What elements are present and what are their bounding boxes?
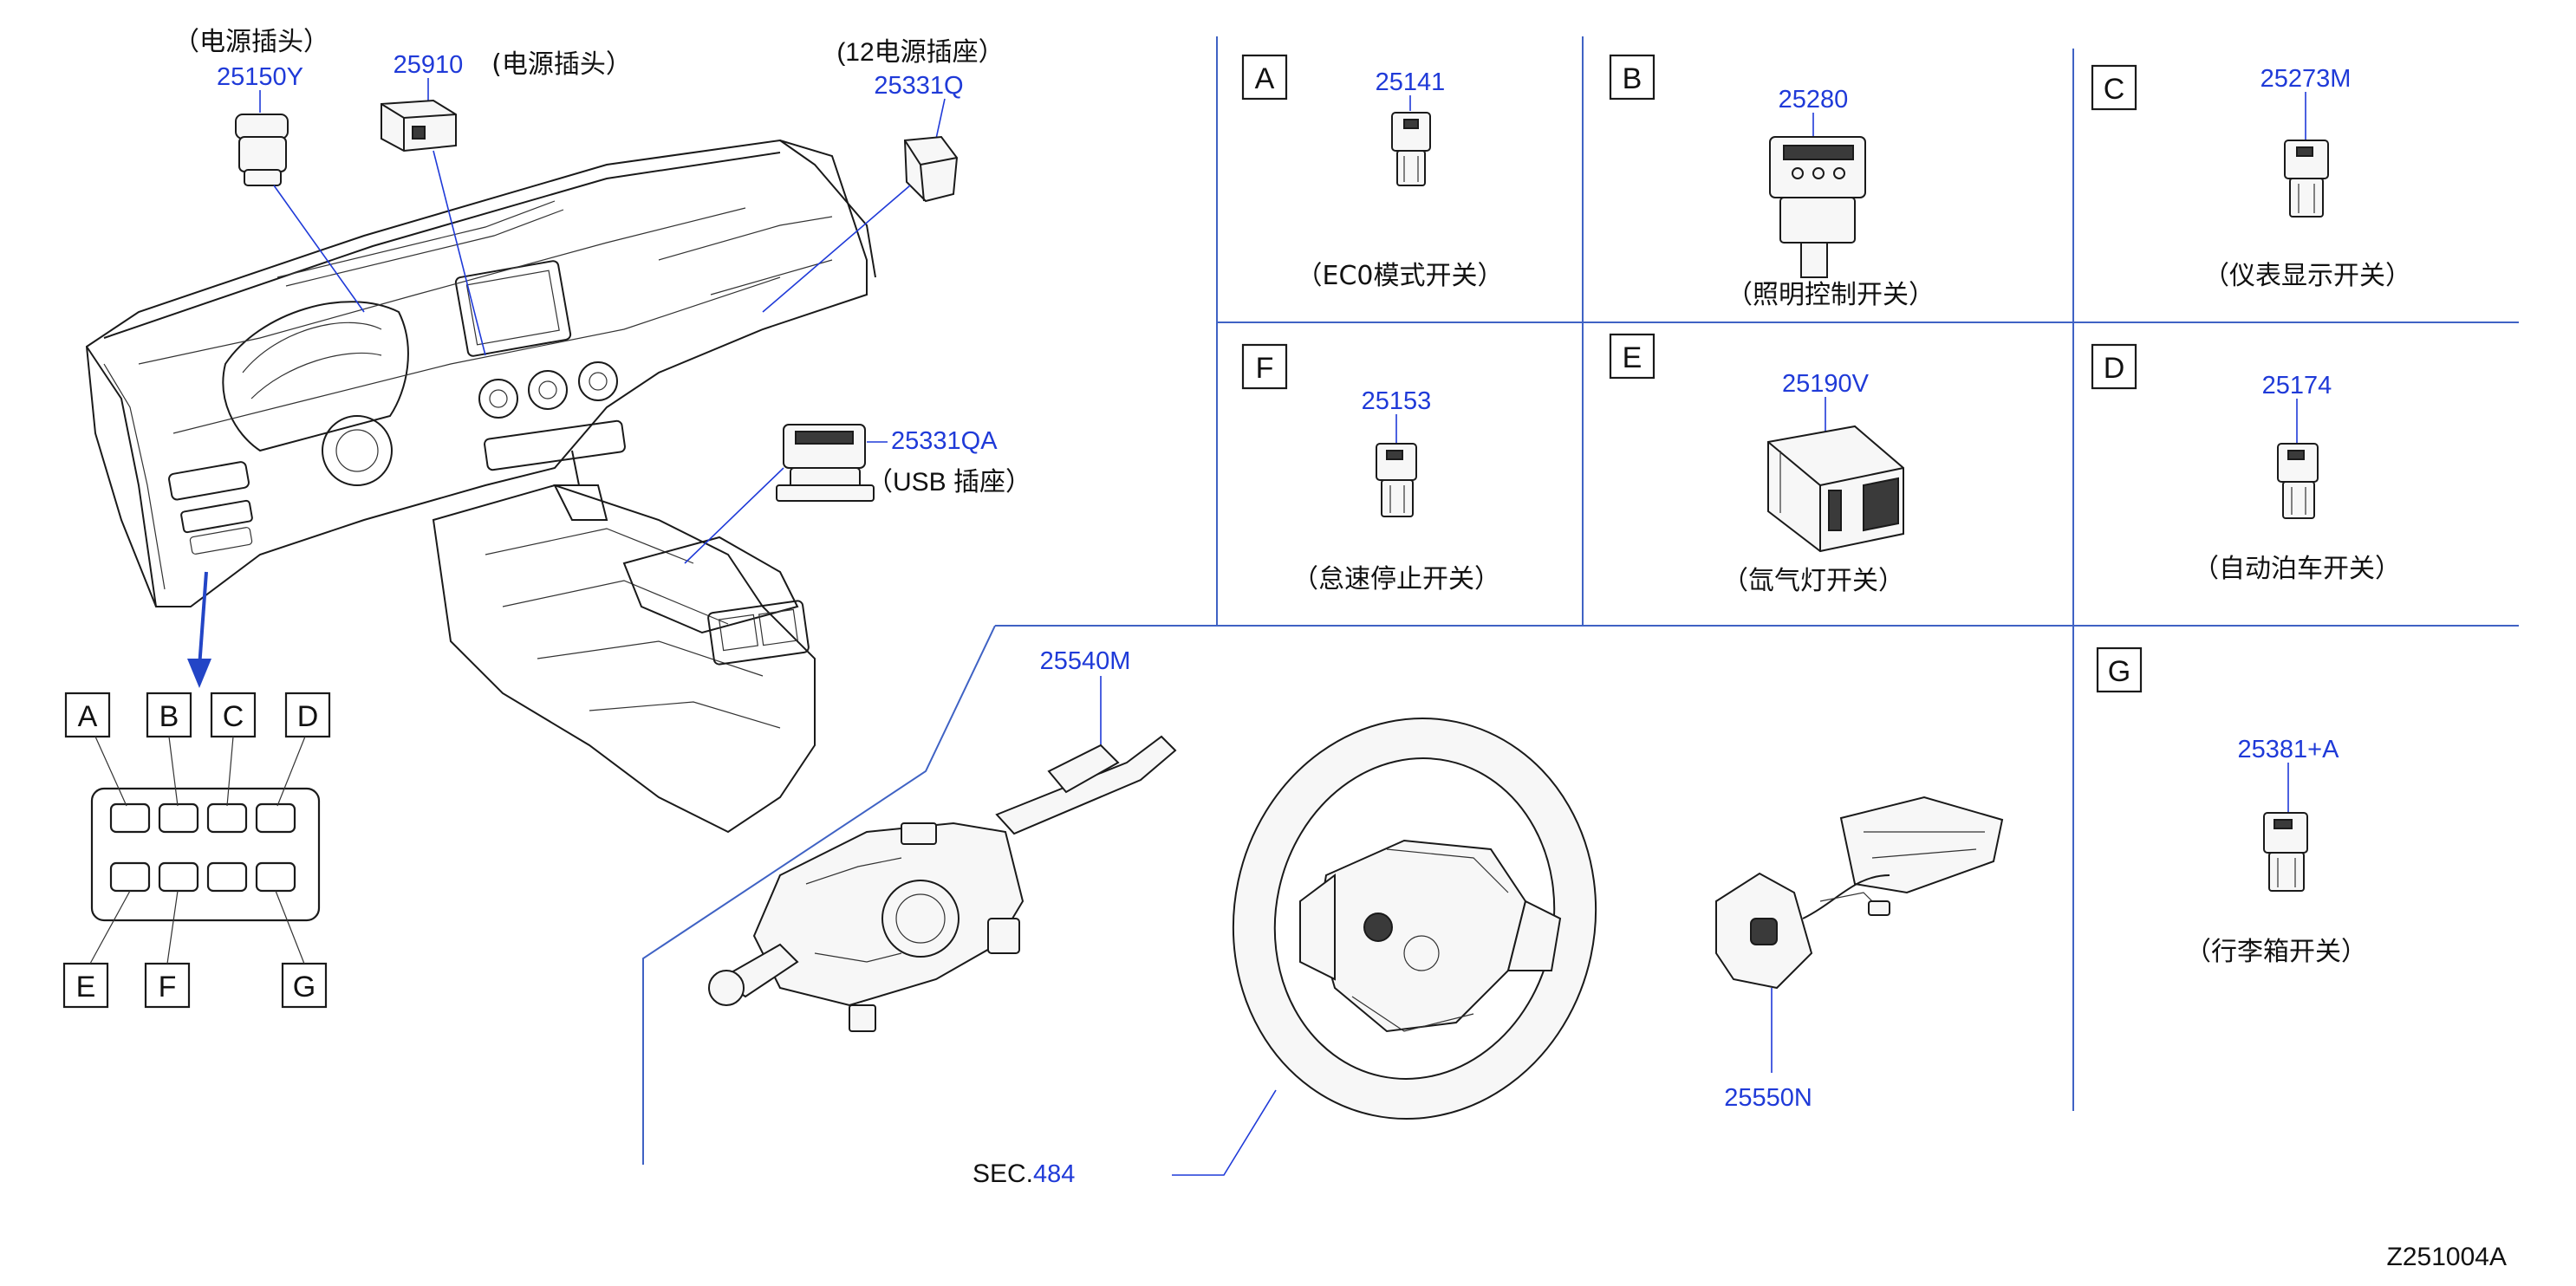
section-reference: SEC. 484 <box>973 1089 1277 1188</box>
steering-wheel <box>1232 717 1597 1120</box>
steering-switches: 25550N <box>1715 796 2004 1112</box>
panel-letter-box <box>1241 343 1288 390</box>
panel-letter: C <box>2104 73 2125 106</box>
key-letter: B <box>159 700 179 733</box>
callout-25910: 25910 (电源插头） <box>381 49 632 356</box>
part-description: （自动泊车开关） <box>2193 554 2401 584</box>
panel-letter-box <box>1609 333 1656 380</box>
panel-letter: B <box>1623 62 1643 95</box>
part-number: 25153 <box>1362 387 1432 415</box>
part-description: （行李箱开关） <box>2185 937 2367 967</box>
part-number: 25910 <box>394 51 464 79</box>
panel-letter-box <box>1609 54 1656 101</box>
key-letter: A <box>78 700 98 733</box>
switch-icon <box>2263 812 2308 892</box>
power-socket-icon <box>903 135 959 203</box>
panel-c: C 25273M （仪表显示开关） <box>2091 64 2411 291</box>
panel-letter: G <box>2108 655 2130 688</box>
part-number: 25174 <box>2262 372 2332 399</box>
key-letter: E <box>76 971 96 1003</box>
panel-f: F 25153 （怠速停止开关） <box>1241 343 1500 594</box>
switch-icon <box>1376 443 1417 517</box>
arrow-to-switch-key <box>187 571 211 688</box>
diagram-code: Z251004A <box>2387 1243 2507 1271</box>
section-number: 484 <box>1033 1160 1075 1188</box>
part-description: （EC0模式开关） <box>1297 261 1504 291</box>
callout-25150Y: （电源插头） 25150Y <box>173 27 365 313</box>
part-number: 25190V <box>1782 370 1870 398</box>
part-number: 25150Y <box>217 63 303 91</box>
panel-letter-box <box>2096 646 2143 693</box>
panel-letter: A <box>1255 62 1275 95</box>
key-letter: F <box>159 971 177 1003</box>
power-plug-icon <box>235 114 289 186</box>
key-letter: G <box>293 971 315 1003</box>
usb-socket-icon <box>776 424 875 502</box>
part-description: （怠速停止开关） <box>1292 564 1500 594</box>
switch-icon <box>2277 443 2319 519</box>
panel-letter-box <box>1241 54 1288 101</box>
panel-grid <box>642 36 2519 1165</box>
combination-switch: 25540M <box>708 647 1177 1032</box>
key-letter: D <box>297 700 319 733</box>
part-description: （USB 插座） <box>867 468 1031 497</box>
part-number: 25141 <box>1376 68 1446 96</box>
part-number: 25331QA <box>891 427 998 455</box>
panel-letter-box <box>2091 343 2137 390</box>
part-description: （仪表显示开关） <box>2203 261 2411 291</box>
part-number: 25540M <box>1040 647 1131 675</box>
switch-icon <box>1769 136 1866 278</box>
panel-letter: E <box>1623 341 1643 374</box>
part-number: 25280 <box>1779 86 1849 114</box>
switch-icon <box>1391 112 1431 186</box>
part-description: （氙气灯开关） <box>1722 566 1904 596</box>
part-number: 25381+A <box>2238 736 2340 763</box>
callout-25331Q: (12电源插座） 25331Q <box>762 38 1005 313</box>
part-description: (12电源插座） <box>836 38 1004 67</box>
panel-letter-box <box>2091 64 2137 111</box>
part-number: 25273M <box>2261 65 2352 93</box>
switch-icon <box>2284 140 2329 218</box>
part-description: （照明控制开关） <box>1727 280 1935 310</box>
panel-d: D 25174 （自动泊车开关） <box>2091 343 2401 584</box>
part-description: （电源插头） <box>173 27 329 57</box>
panel-letter: D <box>2104 352 2125 385</box>
switch-key: A B C D E F G <box>62 692 331 1009</box>
part-number: 25550N <box>1724 1084 1812 1112</box>
panel-b: B 25280 （照明控制开关） <box>1609 54 1935 310</box>
panel-g: G 25381+A （行李箱开关） <box>2096 646 2367 967</box>
section-prefix: SEC. <box>973 1159 1033 1188</box>
panel-e: E 25190V （氙气灯开关） <box>1609 333 1904 596</box>
power-plug-icon <box>381 99 457 153</box>
dashboard-illustration <box>85 139 876 834</box>
part-description: (电源插头） <box>491 49 632 80</box>
switch-icon <box>1767 425 1904 553</box>
part-number: 25331Q <box>874 72 963 100</box>
panel-letter: F <box>1256 352 1274 385</box>
panel-a: A 25141 （EC0模式开关） <box>1241 54 1504 291</box>
key-letter: C <box>223 700 244 733</box>
callout-25331QA: 25331QA （USB 插座） <box>684 424 1031 564</box>
